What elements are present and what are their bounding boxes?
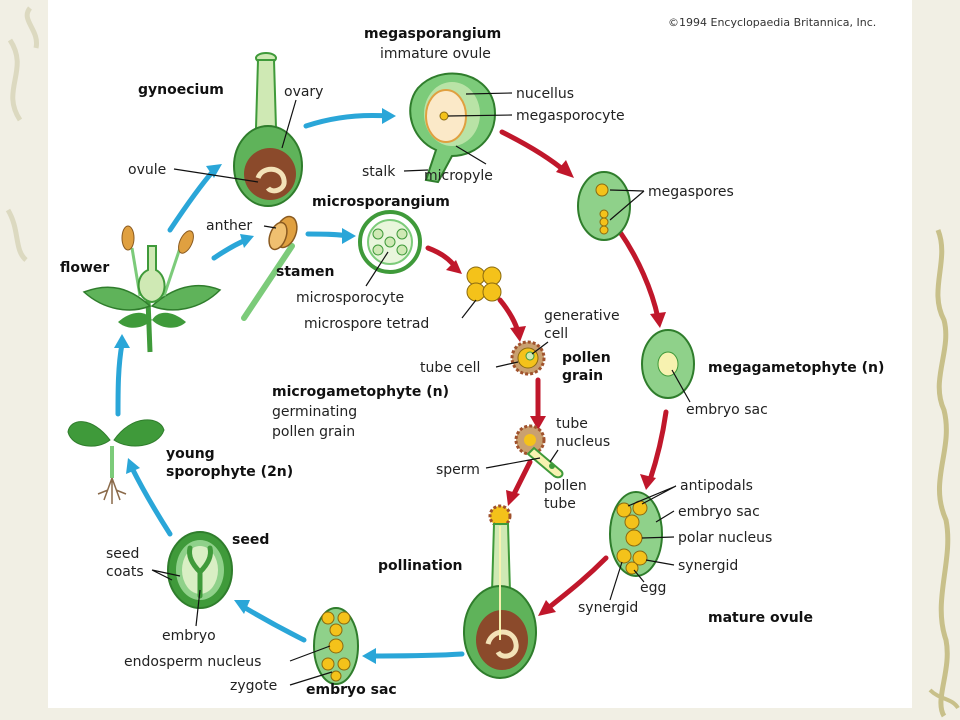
label-grain: grain — [562, 368, 603, 384]
mature-ovule-illustration — [609, 491, 663, 577]
stamen-illustration — [241, 215, 298, 321]
label-seed: seed — [232, 532, 269, 548]
pollen-grain-illustration — [510, 340, 546, 376]
label-micropyle: micropyle — [424, 168, 493, 184]
label-ovary: ovary — [284, 84, 323, 100]
megagametophyte-illustration — [641, 329, 695, 399]
copyright-text: ©1994 Encyclopaedia Britannica, Inc. — [668, 16, 876, 29]
young-sporophyte-illustration — [67, 419, 165, 504]
arrow-embryo-sac-to-seed — [239, 603, 307, 643]
arrow-megasporangium-to-megaspores — [499, 129, 569, 175]
label-embryo-sac-3: embryo sac — [306, 682, 397, 698]
megaspores-illustration — [577, 171, 631, 241]
label-nucleus: nucleus — [556, 434, 610, 450]
gynoecium-illustration — [233, 52, 303, 207]
label-germinating: germinating — [272, 404, 357, 420]
label-gynoecium: gynoecium — [138, 82, 224, 98]
arrow-flower-to-stamen — [211, 237, 249, 261]
arrow-tetrad-to-pollen-grain — [497, 297, 521, 335]
arrow-seed-to-young-sporophyte — [129, 465, 173, 537]
label-polar-nucleus: polar nucleus — [678, 530, 772, 546]
label-megasporocyte: megasporocyte — [516, 108, 625, 124]
arrow-pollination-to-embryo-sac — [369, 651, 465, 659]
label-embryo-sac-2: embryo sac — [678, 504, 760, 520]
label-mature-ovule: mature ovule — [708, 610, 813, 626]
label-tube-cell: tube cell — [420, 360, 480, 376]
label-stamen: stamen — [276, 264, 335, 280]
label-synergid-1: synergid — [678, 558, 738, 574]
label-seed-coats-2: coats — [106, 564, 144, 580]
label-sperm: sperm — [436, 462, 480, 478]
label-microspore-tetrad: microspore tetrad — [304, 316, 429, 332]
label-pollen: pollen — [562, 350, 611, 366]
arrow-gynoecium-to-megasporangium — [303, 113, 391, 129]
label-nucellus: nucellus — [516, 86, 574, 102]
label-microsporangium: microsporangium — [312, 194, 450, 210]
label-generative: generative — [544, 308, 620, 324]
label-egg: egg — [640, 580, 666, 596]
flower-illustration — [82, 225, 222, 353]
cycle-arrows — [114, 108, 669, 664]
immature-ovule-illustration — [409, 72, 496, 184]
label-pollen-tube-1: pollen — [544, 478, 587, 494]
label-megasporangium: megasporangium — [364, 26, 501, 42]
seed-illustration — [167, 531, 233, 609]
fertilized-embryo-sac-illustration — [313, 607, 359, 685]
label-sporophyte: sporophyte (2n) — [166, 464, 293, 480]
arrow-young-sporophyte-to-flower — [115, 341, 125, 417]
arrow-megaspores-to-megagametophyte — [617, 229, 661, 321]
label-microgametophyte: microgametophyte (n) — [272, 384, 449, 400]
arrow-megagametophyte-to-mature-ovule — [647, 409, 669, 483]
label-young: young — [166, 446, 215, 462]
label-endosperm-nucleus: endosperm nucleus — [124, 654, 261, 670]
label-immature-ovule: immature ovule — [380, 46, 491, 62]
label-cell: cell — [544, 326, 568, 342]
label-flower: flower — [60, 260, 109, 276]
label-pollen-tube-2: tube — [544, 496, 576, 512]
label-pollination: pollination — [378, 558, 463, 574]
label-ovule: ovule — [128, 162, 166, 178]
label-stalk: stalk — [362, 164, 396, 180]
label-megaspores: megaspores — [648, 184, 734, 200]
label-antipodals: antipodals — [680, 478, 753, 494]
germinating-pollen-illustration — [514, 424, 564, 479]
label-megagametophyte: megagametophyte (n) — [708, 360, 884, 376]
microsporangium-illustration — [358, 210, 422, 274]
label-tube: tube — [556, 416, 588, 432]
label-synergid-2: synergid — [578, 600, 638, 616]
label-seed-coats-1: seed — [106, 546, 139, 562]
pollination-illustration — [463, 504, 537, 679]
label-anther: anther — [206, 218, 252, 234]
label-embryo: embryo — [162, 628, 216, 644]
label-pollen-grain: pollen grain — [272, 424, 355, 440]
label-zygote: zygote — [230, 678, 277, 694]
microspore-tetrad-illustration — [466, 266, 502, 302]
label-microsporocyte: microsporocyte — [296, 290, 404, 306]
label-embryo-sac-1: embryo sac — [686, 402, 768, 418]
